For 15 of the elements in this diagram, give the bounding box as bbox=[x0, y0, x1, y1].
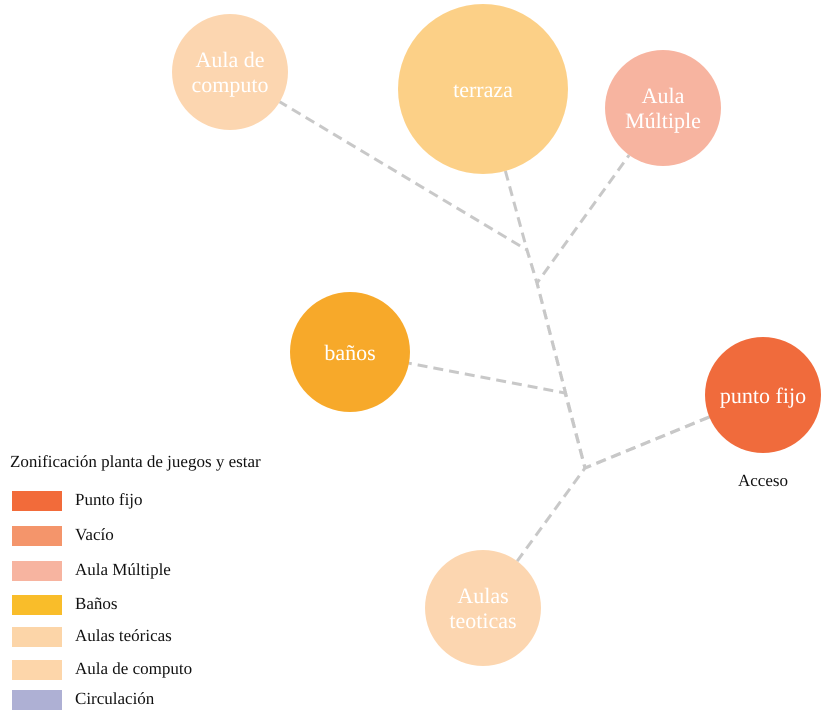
legend-label: Aulas teóricas bbox=[75, 626, 172, 646]
legend-label: Baños bbox=[75, 594, 118, 614]
zone-label: Aula de computo bbox=[190, 47, 270, 97]
zone-label: terraza bbox=[453, 76, 513, 102]
legend-label: Punto fijo bbox=[75, 490, 143, 510]
zone-label: Aulas teoticas bbox=[448, 583, 518, 633]
legend-label: Vacío bbox=[75, 525, 114, 545]
zone-label: baños bbox=[324, 340, 376, 364]
legend-label: Aula Múltiple bbox=[75, 560, 171, 580]
node-label: Acceso bbox=[736, 471, 790, 491]
zone-label: Aula Múltiple bbox=[624, 83, 702, 133]
zone-label: punto fijo bbox=[720, 382, 806, 408]
legend-label: Circulación bbox=[75, 689, 154, 709]
legend-label: Aula de computo bbox=[75, 659, 192, 679]
legend-title: Zonificación planta de juegos y estar bbox=[10, 452, 261, 472]
